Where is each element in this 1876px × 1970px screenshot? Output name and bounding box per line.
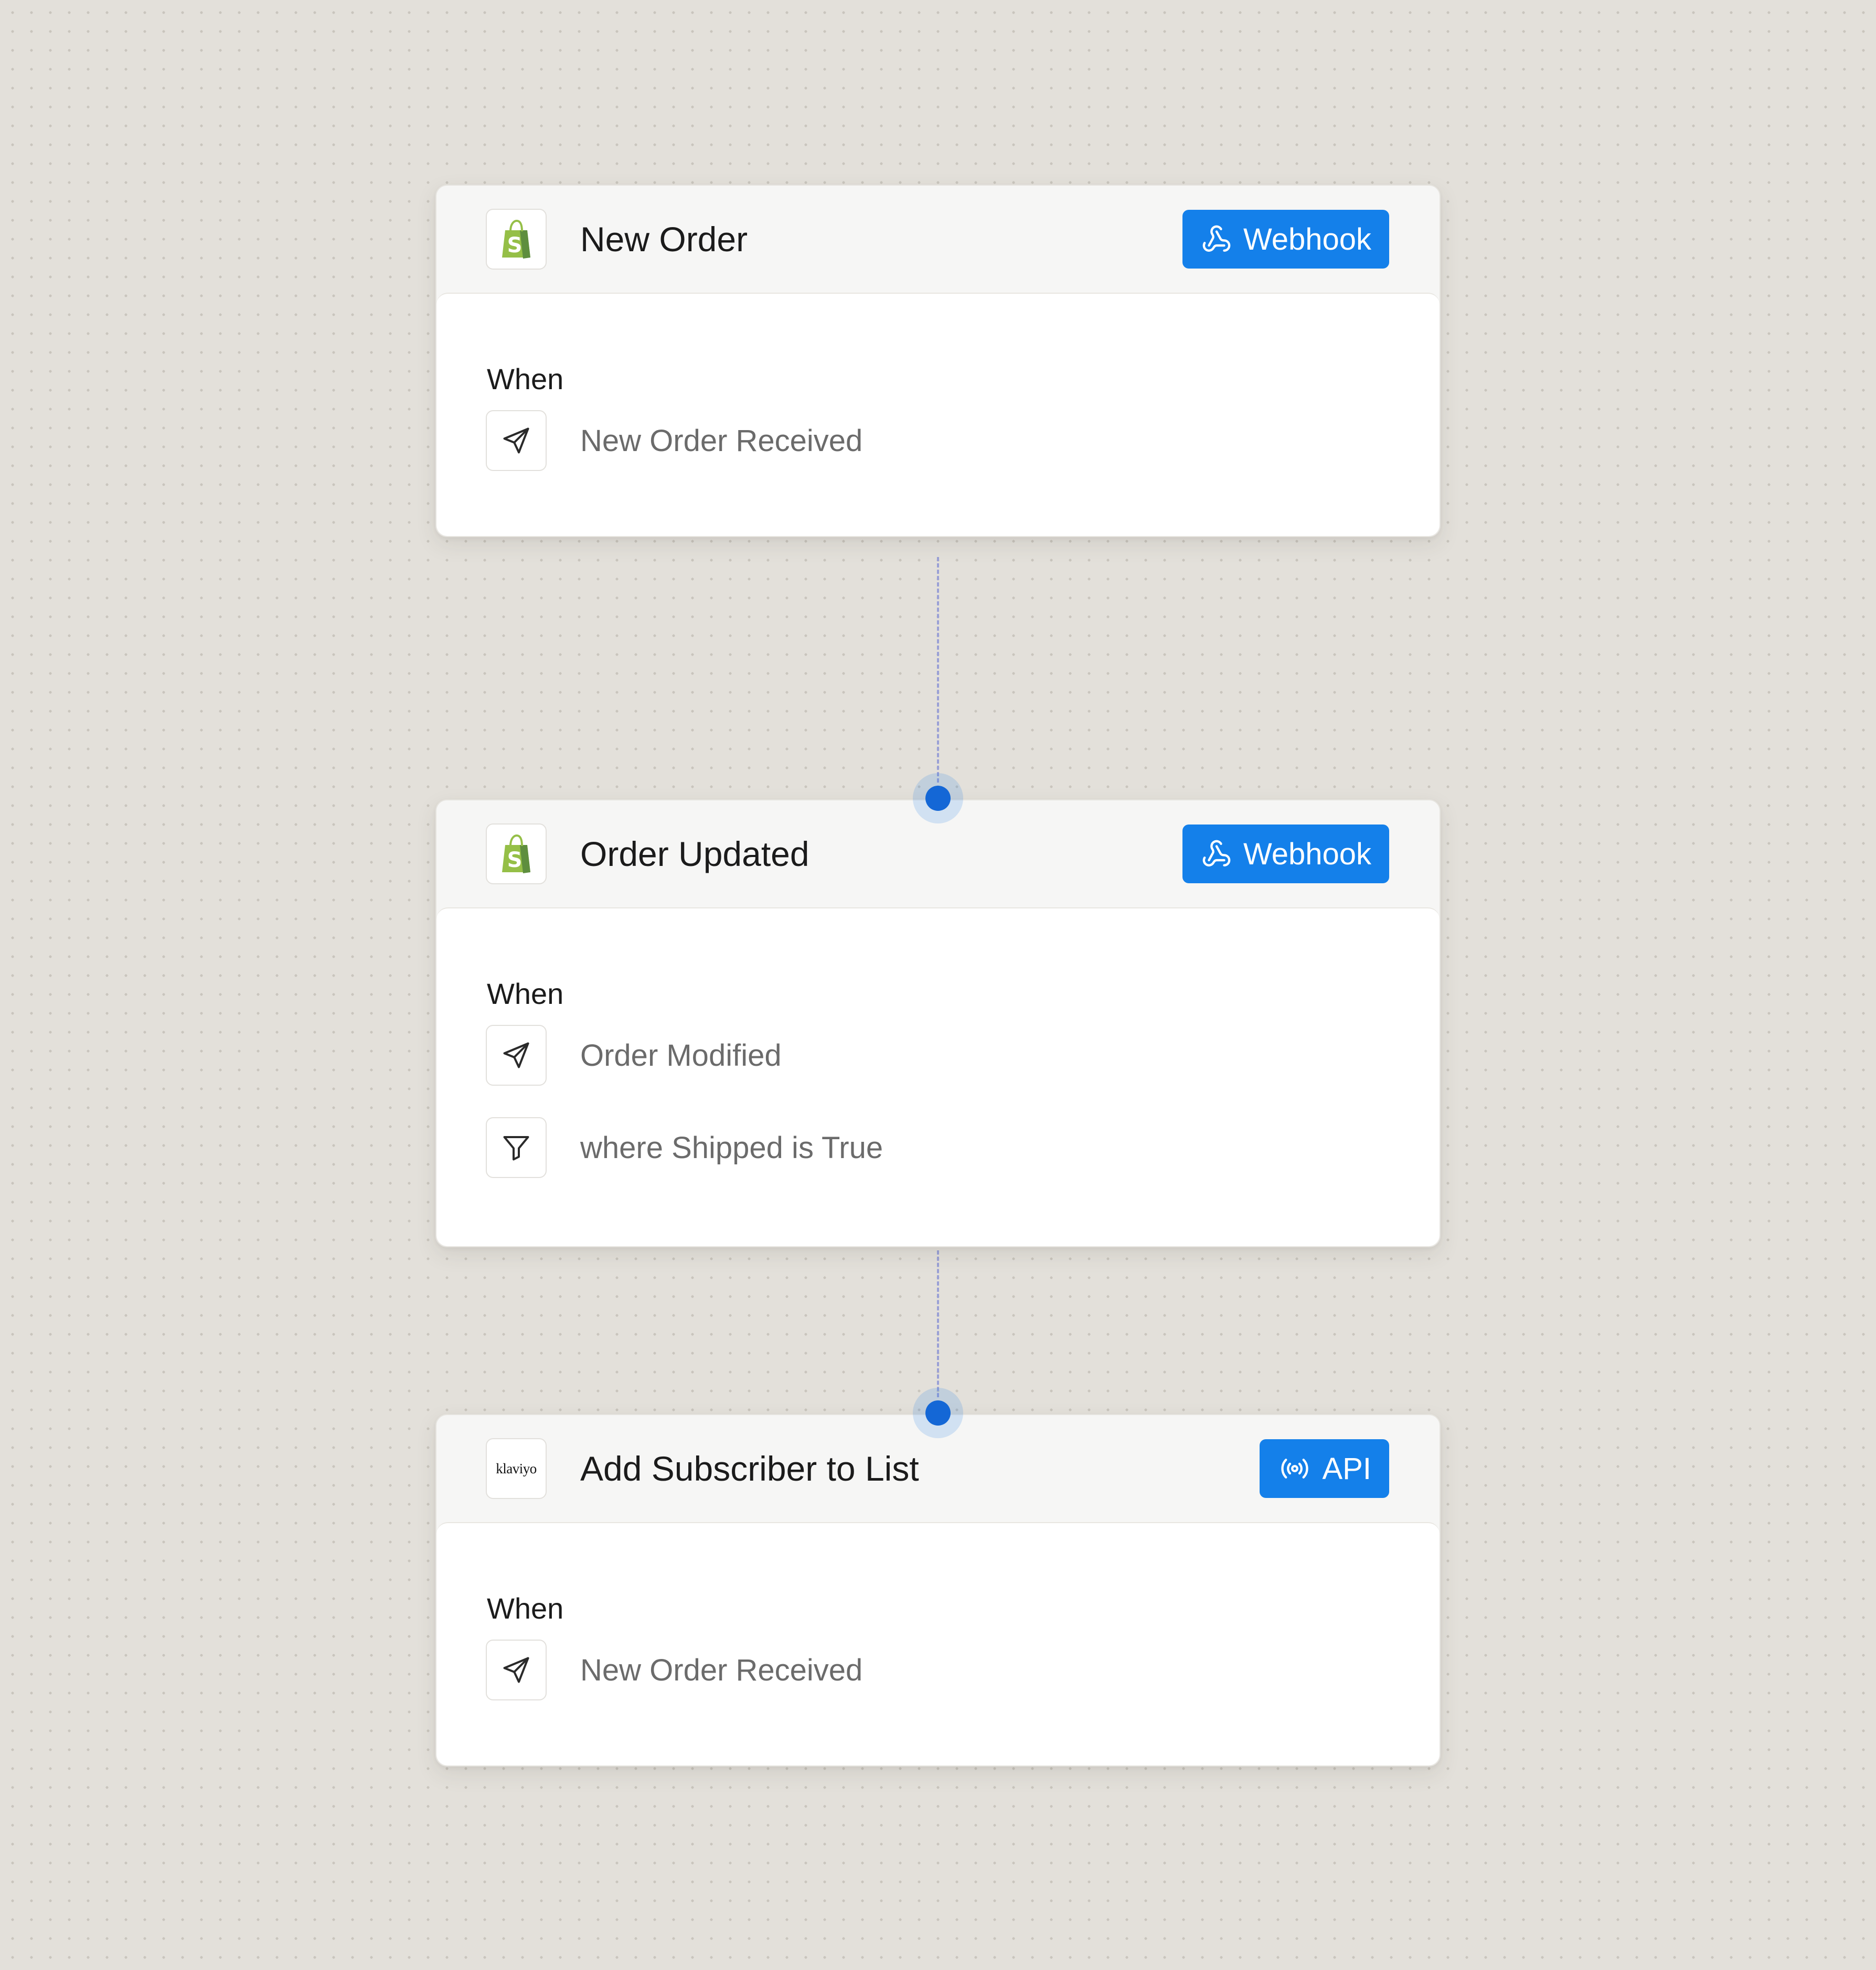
card-body: When Order Modified where Shipped is Tru…: [436, 907, 1440, 1246]
card-title: New Order: [580, 220, 748, 259]
shopify-icon: S: [486, 823, 547, 884]
filter-row[interactable]: where Shipped is True: [486, 1117, 883, 1178]
badge-label: API: [1322, 1451, 1372, 1486]
send-icon: [486, 410, 547, 471]
webhook-badge[interactable]: Webhook: [1182, 825, 1389, 883]
card-title: Order Updated: [580, 834, 809, 873]
card-body: When New Order Received: [436, 293, 1440, 536]
broadcast-icon: [1281, 1459, 1308, 1479]
connection-node[interactable]: [913, 1388, 963, 1438]
trigger-row[interactable]: Order Modified: [486, 1025, 782, 1086]
row-text: New Order Received: [580, 423, 863, 458]
send-icon: [486, 1025, 547, 1086]
card-title: Add Subscriber to List: [580, 1449, 919, 1488]
connector-line: [937, 1250, 939, 1397]
section-label: When: [487, 1592, 564, 1625]
workflow-step-card[interactable]: S Order Updated Webhook When: [435, 799, 1441, 1247]
shopify-icon: S: [486, 209, 547, 270]
badge-label: Webhook: [1243, 222, 1371, 256]
card-header: klaviyo Add Subscriber to List API: [436, 1415, 1440, 1522]
svg-text:S: S: [507, 233, 523, 258]
badge-label: Webhook: [1243, 837, 1371, 871]
webhook-badge[interactable]: Webhook: [1182, 210, 1389, 269]
trigger-row[interactable]: New Order Received: [486, 1640, 862, 1700]
send-icon: [486, 1640, 547, 1700]
workflow-step-card[interactable]: klaviyo Add Subscriber to List API When: [435, 1414, 1441, 1766]
klaviyo-icon: klaviyo: [486, 1438, 547, 1499]
webhook-icon: [1202, 840, 1231, 866]
webhook-icon: [1202, 225, 1231, 252]
connector-line: [937, 557, 939, 783]
row-text: New Order Received: [580, 1653, 863, 1687]
svg-text:S: S: [507, 848, 523, 872]
klaviyo-logo-text: klaviyo: [496, 1460, 537, 1476]
connection-node-dot: [925, 1400, 951, 1426]
card-header: S New Order Webhook: [436, 186, 1440, 293]
trigger-row[interactable]: New Order Received: [486, 410, 862, 471]
card-header: S Order Updated Webhook: [436, 800, 1440, 907]
connection-node[interactable]: [913, 773, 963, 823]
connection-node-dot: [925, 786, 951, 811]
api-badge[interactable]: API: [1259, 1439, 1389, 1498]
section-label: When: [487, 362, 564, 395]
card-body: When New Order Received: [436, 1522, 1440, 1765]
row-text: where Shipped is True: [580, 1130, 883, 1165]
workflow-step-card[interactable]: S New Order Webhook When: [435, 185, 1441, 537]
filter-icon: [486, 1117, 547, 1178]
section-label: When: [487, 977, 564, 1010]
row-text: Order Modified: [580, 1038, 782, 1073]
